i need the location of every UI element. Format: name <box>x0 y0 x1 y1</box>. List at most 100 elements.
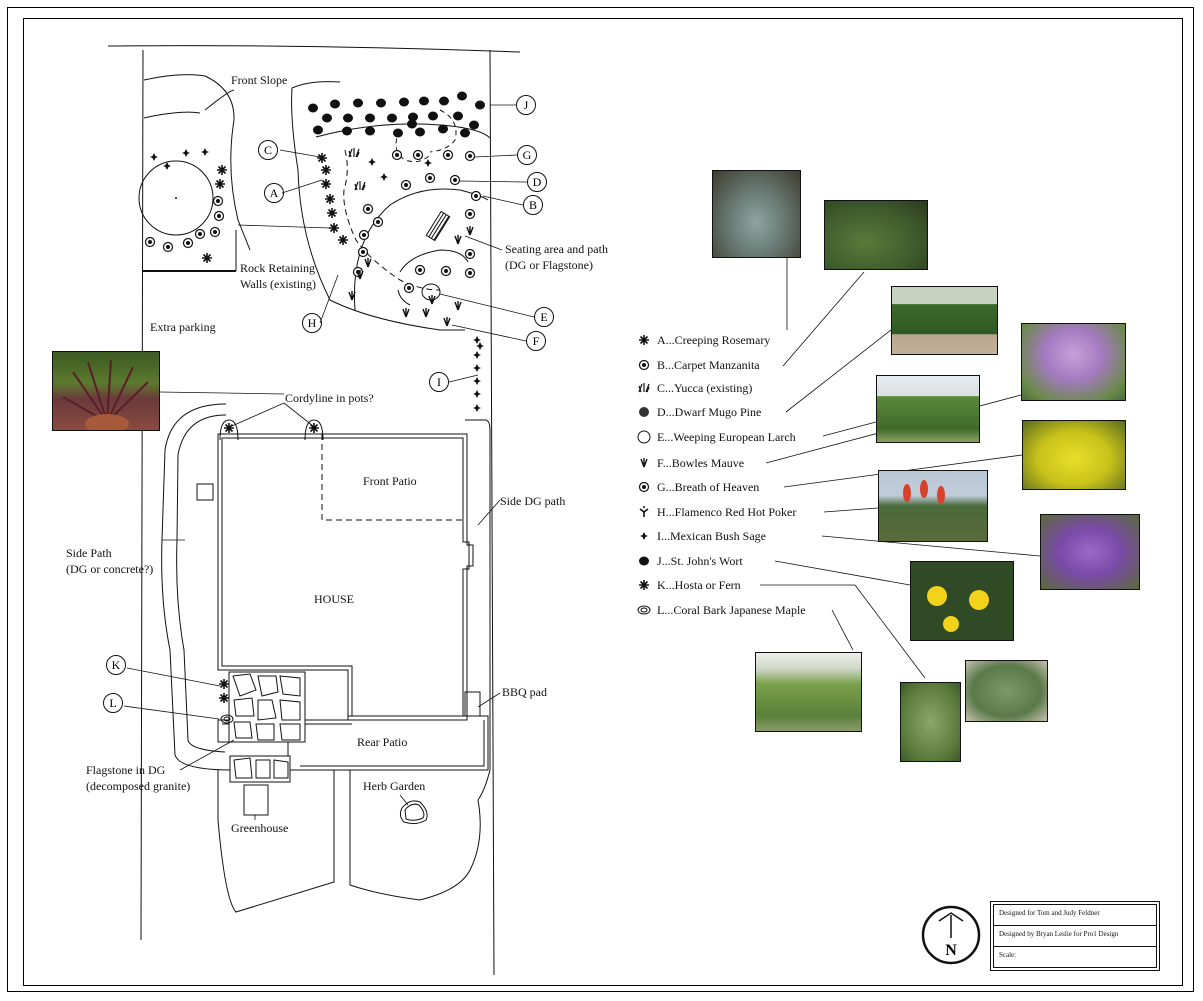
legend-item-c: C...Yucca (existing) <box>637 380 752 396</box>
label-extra-parking: Extra parking <box>150 320 216 334</box>
titleblock-frame <box>990 901 1160 971</box>
rosemary-icon <box>637 333 651 347</box>
photo-mexican-bush-sage <box>1040 514 1140 590</box>
inner-border <box>23 18 1183 986</box>
larch-symbol <box>421 283 441 301</box>
tree-circle <box>138 160 214 236</box>
photo-carpet-manzanita <box>824 200 928 270</box>
legend-item-l: L...Coral Bark Japanese Maple <box>637 602 806 618</box>
bench-symbol <box>425 210 451 242</box>
callout-circles: C A H J G D B E F I K L <box>103 95 554 713</box>
callout-e: E <box>540 310 547 324</box>
legend-item-i: I...Mexican Bush Sage <box>637 528 766 544</box>
label-front-slope: Front Slope <box>231 73 287 87</box>
callout-i: I <box>437 375 441 389</box>
front-slope-bed-right <box>291 87 465 331</box>
label-seating-2: (DG or Flagstone) <box>505 258 593 272</box>
legend-item-j: J...St. John's Wort <box>637 553 743 569</box>
callout-k: K <box>112 658 121 672</box>
side-path-outline <box>161 403 233 771</box>
label-side-path-1: Side Path <box>66 546 112 560</box>
japanese-maple-icon <box>637 603 651 617</box>
front-patio-dashed <box>321 434 463 521</box>
legend-item-a: A...Creeping Rosemary <box>637 332 770 348</box>
label-seating-1: Seating area and path <box>505 242 608 256</box>
yucca-icon <box>637 381 651 395</box>
plants-st-johns-wort <box>308 91 485 138</box>
photo-bowles-mauve <box>1021 323 1126 401</box>
label-greenhouse: Greenhouse <box>231 821 288 835</box>
top-property-line <box>107 45 521 53</box>
photo-hosta <box>900 682 961 762</box>
photo-mugo-pine <box>891 286 998 355</box>
plants-bowles-mauve <box>348 225 474 327</box>
st-johns-wort-icon <box>637 554 651 568</box>
label-herb-garden: Herb Garden <box>363 779 425 793</box>
right-property-line <box>489 49 495 976</box>
outer-border <box>7 7 1194 992</box>
label-flagstone-2: (decomposed granite) <box>86 779 190 793</box>
mugo-pine-icon <box>637 405 651 419</box>
label-side-dg-path: Side DG path <box>500 494 565 508</box>
house-outline <box>217 433 474 721</box>
callout-g: G <box>523 148 532 162</box>
cordyline-pots <box>219 419 324 441</box>
label-cordyline: Cordyline in pots? <box>285 391 374 405</box>
titleblock: Designed for Tom and Judy Feldner Design… <box>993 904 1157 968</box>
label-front-patio: Front Patio <box>363 474 417 488</box>
breath-of-heaven-icon <box>637 480 651 494</box>
legend-item-h: H...Flamenco Red Hot Poker <box>637 504 796 520</box>
plants-creeping-rosemary <box>201 152 349 264</box>
herb-garden-bed <box>399 800 428 825</box>
photo-fern <box>965 660 1048 722</box>
legend-item-b: B...Carpet Manzanita <box>637 357 760 373</box>
left-property-line <box>140 49 144 941</box>
callout-j: J <box>524 98 529 112</box>
hosta-fern-icon <box>637 578 651 592</box>
callout-a: A <box>270 186 279 200</box>
legend-item-d: D...Dwarf Mugo Pine <box>637 404 761 420</box>
photo-cordyline <box>52 351 160 431</box>
callout-b: B <box>529 198 537 212</box>
bush-sage-icon <box>637 529 651 543</box>
plants-mexican-bush-sage <box>150 148 484 412</box>
titleblock-scale: Scale: <box>999 951 1017 959</box>
photo-creeping-rosemary <box>712 170 801 258</box>
photo-red-hot-poker <box>878 470 988 542</box>
bowles-mauve-icon <box>637 456 651 470</box>
photo-japanese-maple <box>755 652 862 732</box>
callout-f: F <box>533 334 540 348</box>
plan-labels: Front Slope Rock Retaining Walls (existi… <box>66 73 608 835</box>
label-house: HOUSE <box>314 592 354 606</box>
small-square <box>196 483 214 501</box>
label-flagstone-1: Flagstone in DG <box>86 763 166 777</box>
label-bbq-pad: BBQ pad <box>502 685 547 699</box>
legend-item-f: F...Bowles Mauve <box>637 455 744 471</box>
titleblock-designed-for: Designed for Tom and Judy Feldner <box>994 905 1156 926</box>
callout-l: L <box>109 696 116 710</box>
label-rear-patio: Rear Patio <box>357 735 407 749</box>
photo-st-johns-wort <box>910 561 1014 641</box>
flagstone-area <box>228 671 306 783</box>
label-rock-walls-2: Walls (existing) <box>240 277 316 291</box>
north-arrow: N <box>921 905 981 965</box>
north-label: N <box>945 942 957 959</box>
label-side-path-2: (DG or concrete?) <box>66 562 153 576</box>
greenhouse <box>243 784 269 816</box>
legend-item-k: K...Hosta or Fern <box>637 577 741 593</box>
label-rock-walls-1: Rock Retaining <box>240 261 315 275</box>
legend-item-g: G...Breath of Heaven <box>637 479 759 495</box>
plants-yucca <box>348 147 366 191</box>
callout-d: D <box>533 175 542 189</box>
red-hot-poker-icon <box>637 505 651 519</box>
photo-weeping-larch <box>876 375 980 443</box>
legend-item-e: E...Weeping European Larch <box>637 429 796 445</box>
titleblock-designed-by: Designed by Bryan Leslie for Pro1 Design <box>994 926 1156 947</box>
front-slope-bed-left <box>143 74 251 251</box>
larch-icon <box>637 430 651 444</box>
photo-breath-of-heaven <box>1022 420 1126 490</box>
callout-h: H <box>308 316 317 330</box>
callout-c: C <box>264 143 272 157</box>
manzanita-icon <box>637 358 651 372</box>
